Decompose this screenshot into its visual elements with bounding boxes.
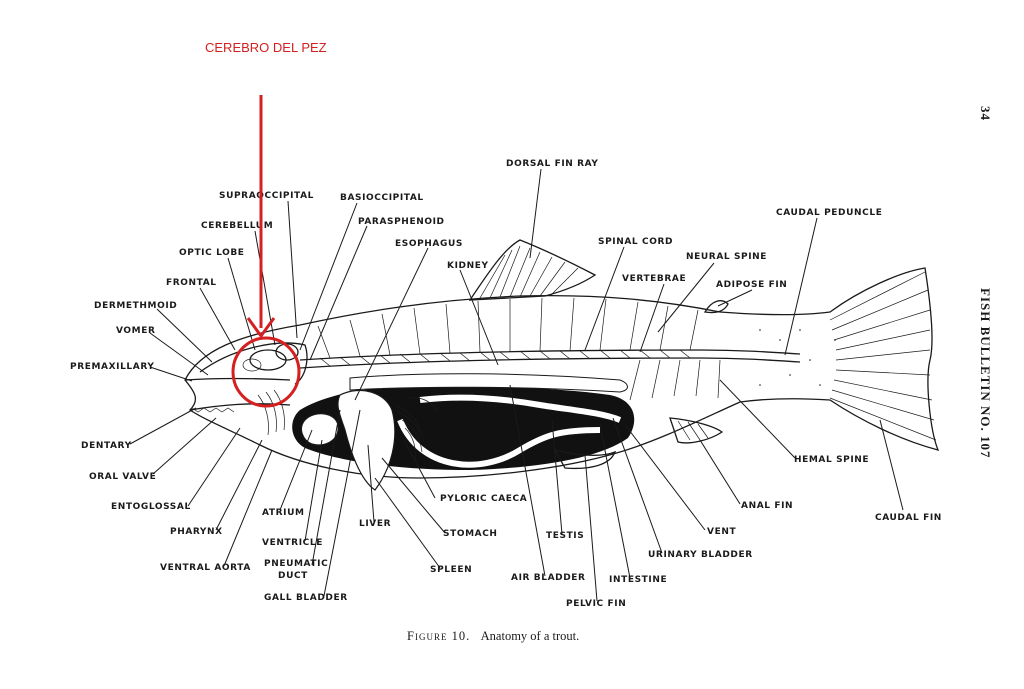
label-stomach: STOMACH (443, 529, 498, 539)
label-adipose-fin: ADIPOSE FIN (716, 280, 787, 290)
trout-body-drawing (184, 239, 940, 491)
caption-text: Anatomy of a trout. (481, 629, 580, 643)
label-pneumatic: PNEUMATIC (264, 559, 328, 569)
label-frontal: FRONTAL (166, 278, 217, 288)
label-premaxillary: PREMAXILLARY (70, 362, 154, 372)
label-pyloric-caeca: PYLORIC CAECA (440, 494, 527, 504)
annotation-circle (231, 336, 301, 408)
label-caudal-peduncle: CAUDAL PEDUNCLE (776, 208, 882, 218)
label-dermethmoid: DERMETHMOID (94, 301, 177, 311)
annotation-label: CEREBRO DEL PEZ (205, 40, 327, 55)
figure-caption: Figure 10. Anatomy of a trout. (407, 629, 579, 643)
label-supraoccipital: SUPRAOCCIPITAL (219, 191, 314, 201)
label-vent: VENT (707, 527, 736, 537)
label-ventral-aorta: VENTRAL AORTA (160, 563, 251, 573)
label-pharynx: PHARYNX (170, 527, 223, 537)
label-duct: DUCT (278, 571, 308, 581)
label-dentary: DENTARY (81, 441, 132, 451)
label-optic-lobe: OPTIC LOBE (179, 248, 245, 258)
label-gall-bladder: GALL BLADDER (264, 593, 348, 603)
label-vertebrae: VERTEBRAE (622, 274, 686, 284)
label-pelvic-fin: PELVIC FIN (566, 599, 626, 609)
label-testis: TESTIS (546, 531, 584, 541)
label-dorsal-fin-ray: DORSAL FIN RAY (506, 159, 598, 169)
label-cerebellum: CEREBELLUM (201, 221, 273, 231)
anatomy-labels: SUPRAOCCIPITAL BASIOCCIPITAL CEREBELLUM … (70, 159, 942, 609)
label-kidney: KIDNEY (447, 261, 489, 271)
label-basioccipital: BASIOCCIPITAL (340, 193, 424, 203)
label-vomer: VOMER (116, 326, 156, 336)
label-hemal-spine: HEMAL SPINE (794, 455, 869, 465)
page-number: 34 (978, 106, 993, 121)
label-caudal-fin: CAUDAL FIN (875, 513, 942, 523)
caption-prefix: Figure 10. (407, 629, 470, 643)
label-anal-fin: ANAL FIN (741, 501, 793, 511)
red-annotation: CEREBRO DEL PEZ (205, 40, 327, 408)
annotation-arrow-head (246, 317, 276, 339)
label-neural-spine: NEURAL SPINE (686, 252, 767, 262)
label-esophagus: ESOPHAGUS (395, 239, 463, 249)
label-oral-valve: ORAL VALVE (89, 472, 156, 482)
label-urinary-bladder: URINARY BLADDER (648, 550, 753, 560)
label-spinal-cord: SPINAL CORD (598, 237, 673, 247)
label-spleen: SPLEEN (430, 565, 472, 575)
running-head: FISH BULLETIN NO. 107 (978, 288, 993, 459)
label-ventricle: VENTRICLE (262, 538, 323, 548)
label-intestine: INTESTINE (609, 575, 667, 585)
label-parasphenoid: PARASPHENOID (358, 217, 445, 227)
label-air-bladder: AIR BLADDER (511, 573, 586, 583)
leader-lines (129, 168, 904, 602)
label-entoglossal: ENTOGLOSSAL (111, 502, 191, 512)
label-liver: LIVER (359, 519, 391, 529)
label-atrium: ATRIUM (262, 508, 305, 518)
